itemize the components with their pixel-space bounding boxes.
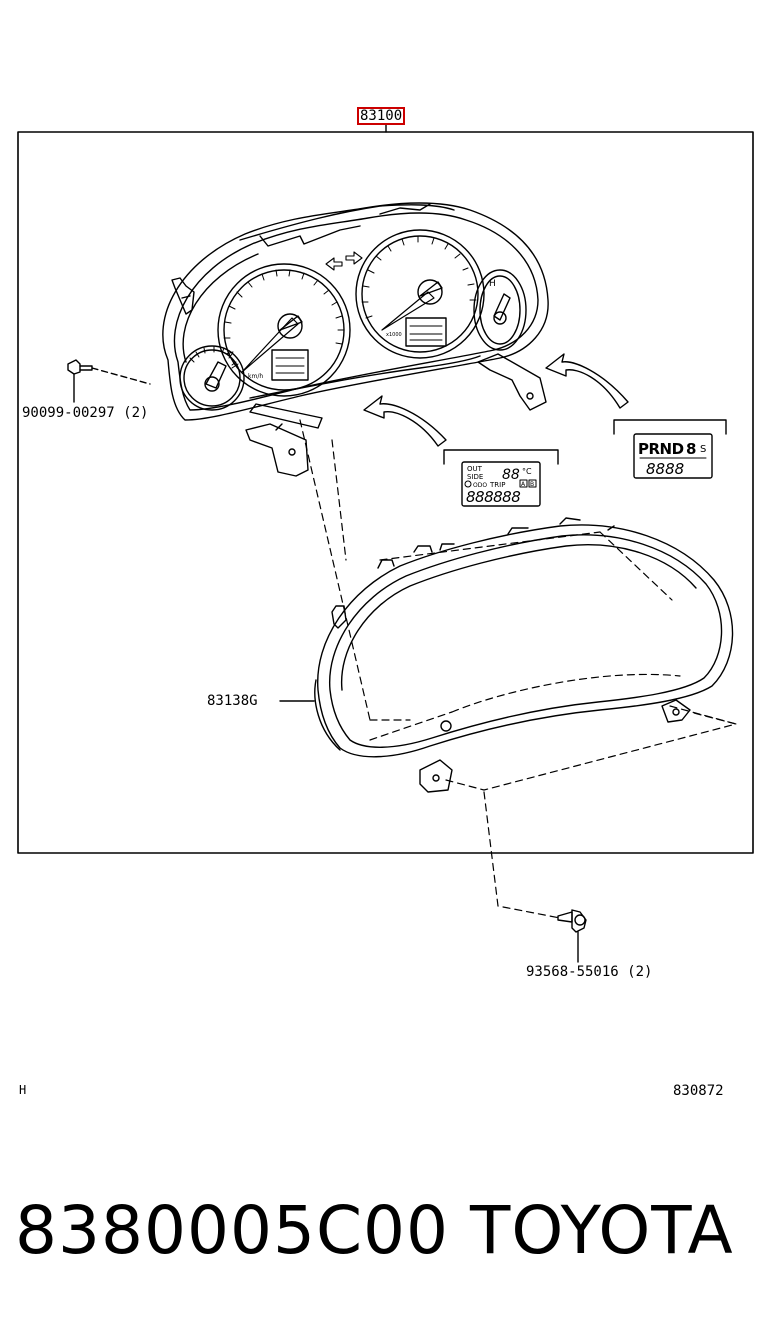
corner-letter: H xyxy=(19,1083,27,1097)
lcd-temp-digits: 88 xyxy=(502,467,520,483)
svg-text:x1000: x1000 xyxy=(386,332,402,338)
svg-text:km/h: km/h xyxy=(248,373,263,380)
main-part-number: 83100 xyxy=(357,107,406,125)
callout-cover: 83138G xyxy=(207,693,258,709)
lcd-gear-highlight: 8 xyxy=(686,440,696,458)
lcd-odo-label: ODO xyxy=(473,482,487,489)
callout-screw-left: 90099-00297 (2) xyxy=(22,405,149,421)
lcd-trip-label: TRIP xyxy=(489,481,505,489)
lcd-trip-a: A xyxy=(521,481,526,488)
lcd-shift-digits: 8888 xyxy=(646,460,684,478)
lcd-gear-letters: PRND xyxy=(638,440,684,458)
screw-left xyxy=(67,359,151,403)
lcd-odo-digits: 888888 xyxy=(466,488,520,506)
svg-text:H: H xyxy=(489,279,496,289)
lcd-temp-unit: °C xyxy=(522,467,532,476)
lcd-odometer-callout xyxy=(443,449,559,507)
screw-bottom xyxy=(557,909,587,963)
meter-cover xyxy=(279,517,734,793)
figure-number: 830872 xyxy=(673,1083,724,1099)
lcd-sport-label: S xyxy=(700,444,706,455)
footer-brand: TOYOTA xyxy=(470,1192,734,1269)
lcd-out-label: OUT xyxy=(467,465,483,473)
lcd-side-label: SIDE xyxy=(467,473,483,481)
pointer-arrows xyxy=(363,353,629,447)
footer-part-number: 8380005C00 xyxy=(15,1192,450,1269)
lcd-shift-callout xyxy=(613,419,727,479)
dashed-leaders xyxy=(299,419,737,919)
callout-screw-bottom: 93568-55016 (2) xyxy=(526,964,653,980)
lcd-trip-b: B xyxy=(530,481,534,488)
combination-meter: km/h x1000 H xyxy=(162,202,549,477)
